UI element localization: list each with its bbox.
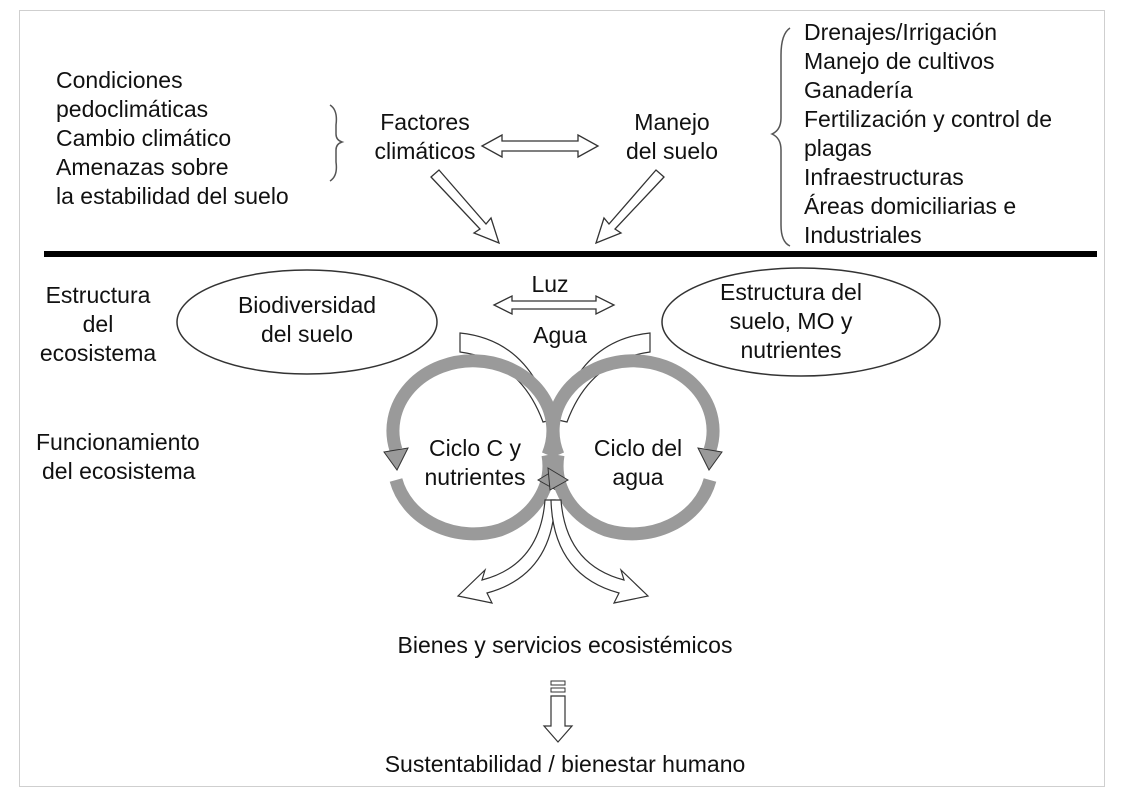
estructura-suelo-line2: suelo, MO y <box>729 308 853 334</box>
sustentabilidad-label: Sustentabilidad / bienestar humano <box>384 751 746 777</box>
factores-climaticos-line2: climáticos <box>374 138 476 164</box>
right-brace <box>770 27 791 247</box>
arrow-manejo-to-soil <box>594 169 665 245</box>
practice-fertilizacion: Fertilización y control de <box>804 106 1052 132</box>
ciclo-c-line1: Ciclo C y <box>428 435 521 461</box>
biodiversidad-line2: del suelo <box>260 321 354 347</box>
factores-climaticos-line1: Factores <box>380 109 470 135</box>
estructura-suelo-line3: nutrientes <box>740 337 842 363</box>
biodiversidad-ellipse <box>176 269 438 375</box>
funcionamiento-line2: del ecosistema <box>42 458 196 484</box>
practice-industriales: Industriales <box>804 222 922 248</box>
practice-drenajes: Drenajes/Irrigación <box>804 19 998 45</box>
practice-plagas: plagas <box>804 135 872 161</box>
funcionamiento-line1: Funcionamiento <box>36 429 200 455</box>
amenazas-label: Amenazas sobre <box>56 154 229 180</box>
pedoclimaticas-label: pedoclimáticas <box>56 96 209 122</box>
bienes-servicios-label: Bienes y servicios ecosistémicos <box>397 632 733 658</box>
estructura-suelo-line1: Estructura del <box>720 279 862 305</box>
practice-infraestructuras: Infraestructuras <box>804 164 964 190</box>
double-arrow-factores-manejo <box>480 133 600 159</box>
cambio-climatico-label: Cambio climático <box>56 125 232 151</box>
condiciones-label: Condiciones <box>56 67 183 93</box>
ciclo-c-line2: nutrientes <box>424 464 526 490</box>
agua-label: Agua <box>533 322 587 348</box>
practice-areas: Áreas domiciliarias e <box>804 193 1017 219</box>
left-brace <box>329 104 345 182</box>
arrow-factores-to-soil <box>430 169 501 245</box>
ciclo-agua-line1: Ciclo del <box>593 435 683 461</box>
estructura-suelo-ellipse <box>661 267 941 377</box>
diagram-frame <box>19 10 1105 787</box>
estructura-ecosistema-line2: del <box>82 311 114 337</box>
soil-surface-line <box>44 251 1097 257</box>
arrow-bienes-to-sustentabilidad <box>542 680 574 743</box>
outflow-arrow-left <box>456 499 556 604</box>
manejo-suelo-line2: del suelo <box>625 138 719 164</box>
manejo-suelo-line1: Manejo <box>634 109 710 135</box>
practice-cultivos: Manejo de cultivos <box>804 48 995 74</box>
biodiversidad-line1: Biodiversidad <box>237 292 377 318</box>
luz-label: Luz <box>531 271 569 297</box>
outflow-arrow-right <box>550 499 650 604</box>
estabilidad-label: la estabilidad del suelo <box>56 183 289 209</box>
practice-ganaderia: Ganadería <box>804 77 913 103</box>
estructura-ecosistema-line3: ecosistema <box>39 340 157 366</box>
double-arrow-luz-agua <box>492 294 616 316</box>
estructura-ecosistema-line1: Estructura <box>45 282 151 308</box>
ciclo-agua-line2: agua <box>612 464 664 490</box>
ciclo-agua-circle-arrow <box>546 354 723 541</box>
